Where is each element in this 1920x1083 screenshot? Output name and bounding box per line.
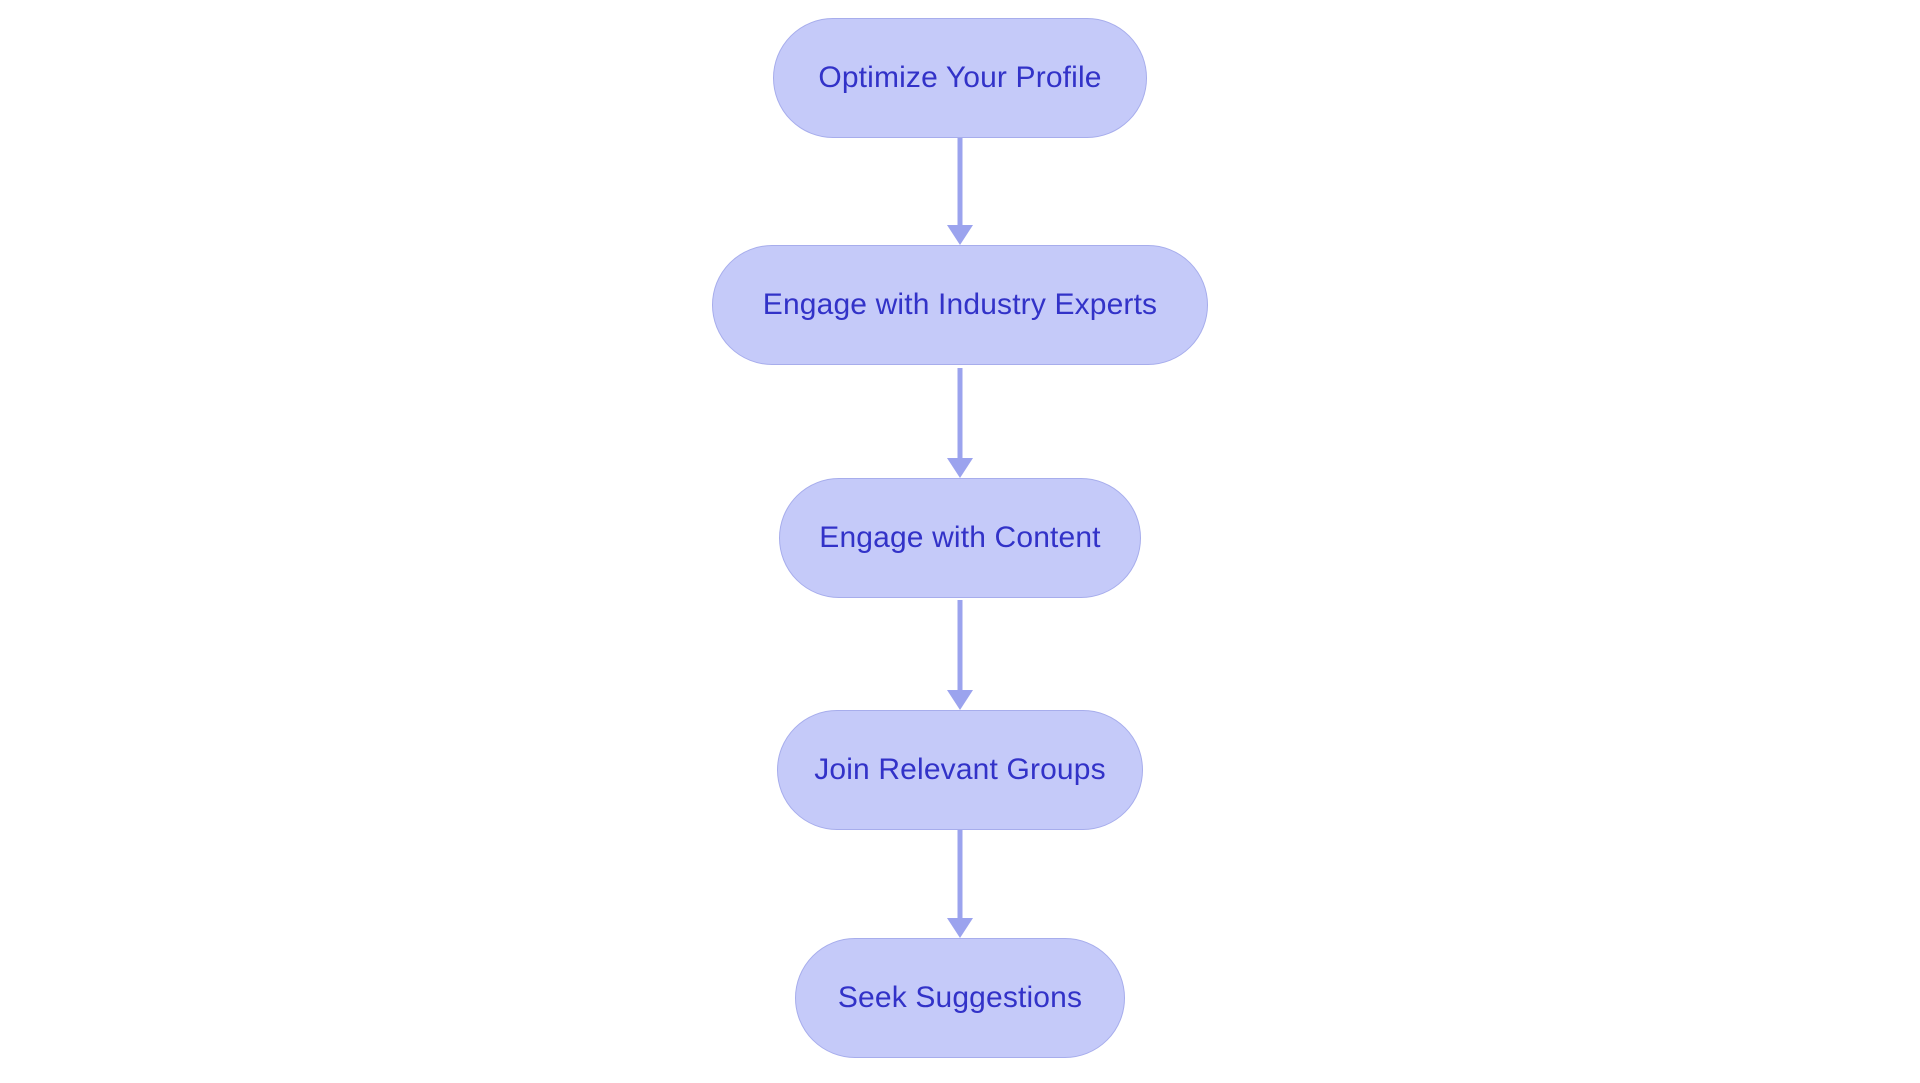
arrow-down-icon [947, 690, 973, 710]
flow-node-label: Seek Suggestions [837, 981, 1083, 1014]
flow-node-join-relevant-groups[interactable]: Join Relevant Groups [777, 710, 1143, 830]
arrow-down-icon [947, 458, 973, 478]
flow-connector-2 [947, 368, 973, 478]
flow-node-optimize-your-profile[interactable]: Optimize Your Profile [773, 18, 1147, 138]
arrow-down-icon [947, 225, 973, 245]
flow-node-seek-suggestions[interactable]: Seek Suggestions [795, 938, 1125, 1058]
flow-node-label: Join Relevant Groups [814, 753, 1106, 786]
connector-shaft [957, 830, 963, 918]
flow-connector-3 [947, 600, 973, 710]
arrow-down-icon [947, 918, 973, 938]
flow-connector-4 [947, 830, 973, 938]
flow-node-label: Engage with Industry Experts [762, 288, 1158, 321]
flow-node-engage-with-industry-experts[interactable]: Engage with Industry Experts [712, 245, 1208, 365]
flow-node-label: Engage with Content [819, 521, 1101, 554]
connector-shaft [957, 368, 963, 458]
flow-connector-1 [947, 138, 973, 245]
flow-node-label: Optimize Your Profile [818, 61, 1102, 94]
flow-node-engage-with-content[interactable]: Engage with Content [779, 478, 1141, 598]
connector-shaft [957, 600, 963, 690]
connector-shaft [957, 138, 963, 225]
